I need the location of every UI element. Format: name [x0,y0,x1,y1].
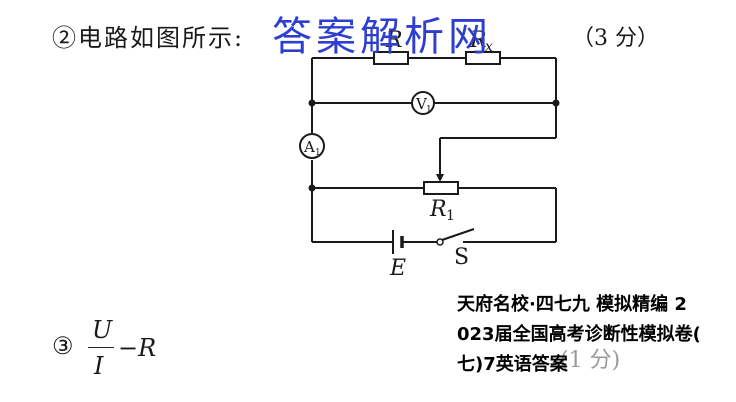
junction-dot [552,99,560,107]
fraction-denominator: I [94,352,104,380]
label-R1: R [429,197,447,222]
label-Rx: R [469,28,487,53]
question-2-score: （3 分） [572,26,659,51]
junction-dot [308,184,316,192]
resistor-Rx [465,51,501,65]
switch-lever [441,228,475,241]
stamp-line: 七)7英语答案 [457,354,568,375]
voltmeter-V1 [411,91,435,115]
label-R1-subscript: 1 [446,208,455,224]
fraction-bar [88,347,114,348]
fraction-numerator: U [92,316,113,344]
voltmeter-subscript: 1 [426,105,432,115]
switch-contact [436,238,444,246]
rheostat-R1 [423,181,459,195]
resistor-R [373,51,409,65]
rheostat-slider-arrow-icon [436,174,444,182]
junction-dot [308,99,316,107]
ammeter-A1 [299,133,325,159]
formula-tail: −R [118,334,157,362]
label-S: S [454,245,469,270]
stamp-line: 天府名校·四七九 模拟精编 2 [457,294,687,315]
voltmeter-label: V [415,95,428,113]
label-Rx-subscript: x [485,39,493,55]
label-E: E [389,256,406,281]
question-3-score: (1 分) [560,348,621,373]
label-R: R [385,28,403,53]
watermark: 答案解析网 [272,14,492,60]
question-2-text: ②电路如图所示: [52,24,245,52]
source-stamp: 天府名校·四七九 模拟精编 2 023届全国高考诊断性模拟卷( 七)7英语答案 [457,290,701,380]
question-3-number: ③ [52,332,74,360]
ammeter-label: A [303,138,315,156]
ammeter-subscript: 1 [315,148,321,158]
stamp-line: 023届全国高考诊断性模拟卷( [457,324,701,345]
